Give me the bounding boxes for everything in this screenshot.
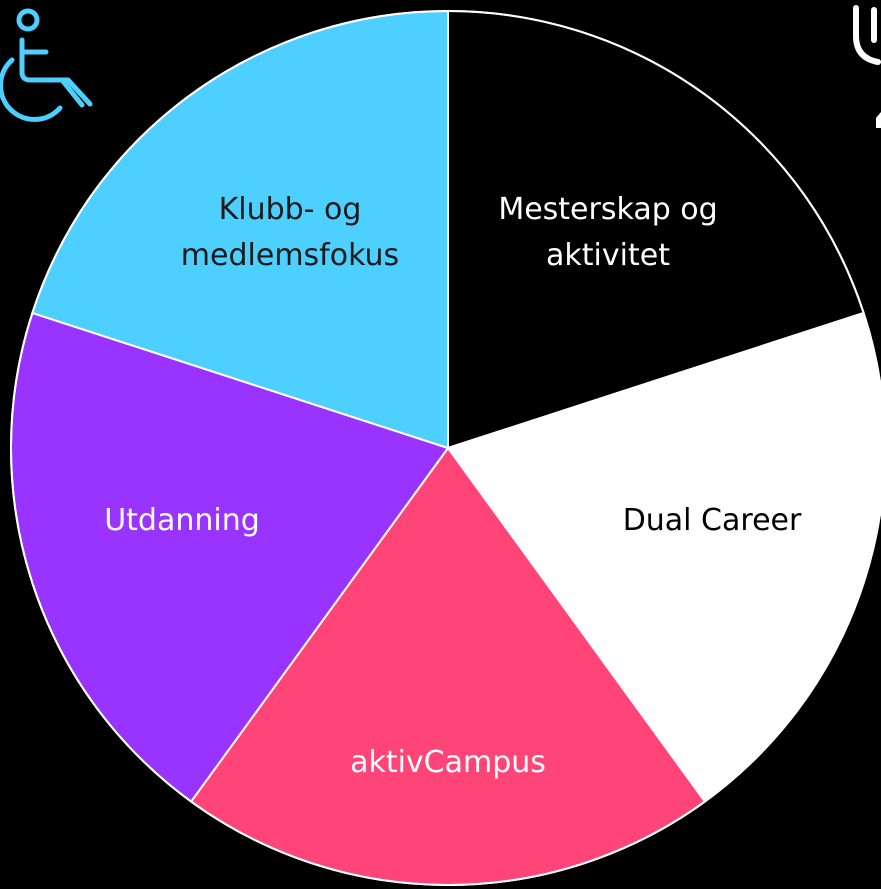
segment-label-3: Utdanning	[104, 503, 260, 538]
segment-label-line: aktivitet	[546, 238, 670, 273]
segment-label-line: Mesterskap og	[498, 192, 717, 227]
segment-label-4: Klubb- og medlemsfokus	[181, 192, 399, 273]
segment-label-0: Mesterskap og aktivitet	[498, 192, 717, 273]
segment-label-line: Dual Career	[623, 503, 802, 538]
segment-label-line: aktivCampus	[350, 745, 546, 780]
segment-label-line: medlemsfokus	[181, 238, 399, 273]
segment-label-1: Dual Career	[623, 503, 802, 538]
wheelchair-icon[interactable]	[0, 0, 110, 130]
segment-label-2: aktivCampus	[350, 745, 546, 780]
shield-logo	[853, 5, 881, 128]
segment-label-line: Klubb- og	[219, 192, 362, 227]
wheel-outline	[10, 10, 881, 886]
segment-label-line: Utdanning	[104, 503, 260, 538]
